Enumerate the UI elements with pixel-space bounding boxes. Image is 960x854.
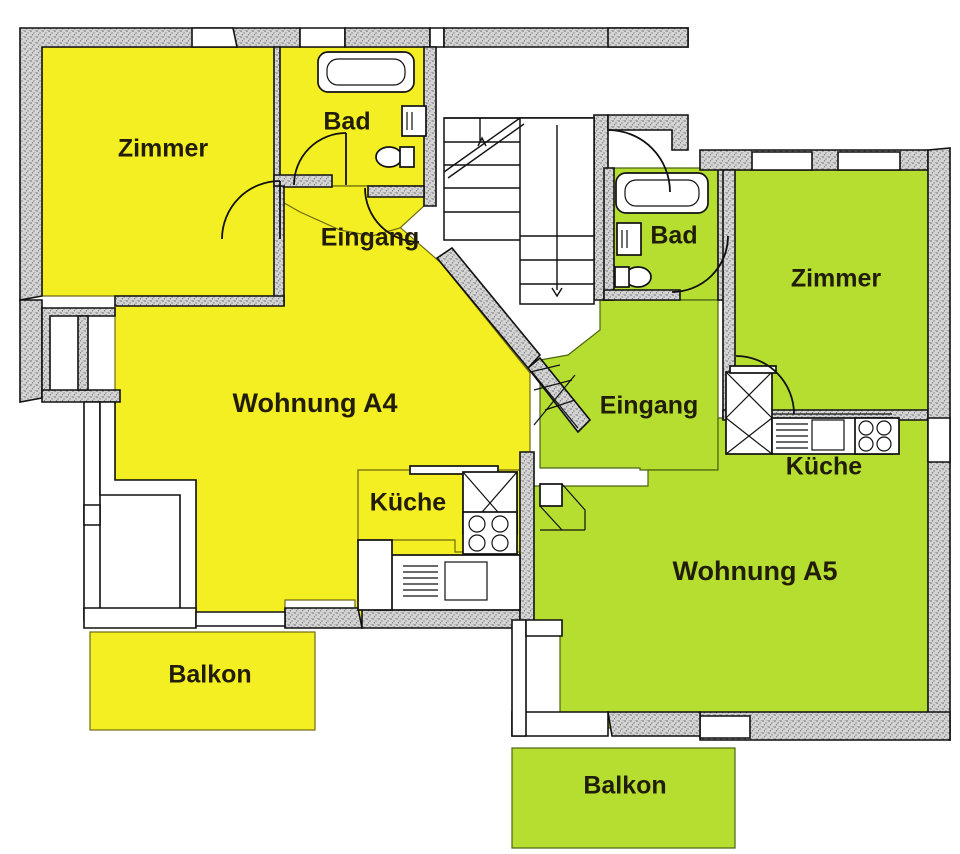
a4-kitchen-fixtures [357, 465, 521, 611]
room-a4-zimmer [41, 46, 301, 297]
wall-a5-west-lower [511, 619, 527, 737]
stairwell [443, 117, 595, 305]
a5-kitchen-fixtures [725, 365, 900, 455]
label-a4-balkon: Balkon [168, 661, 251, 689]
wall-bad-south [367, 185, 425, 198]
unit-a5-fills [511, 167, 929, 849]
walls [19, 27, 951, 741]
label-a5-kueche: Küche [786, 453, 863, 481]
a5-bath-fixtures [614, 172, 709, 288]
sink-a4 [401, 105, 427, 137]
room-a5-eingang [539, 299, 719, 471]
wall-x-hatch-upper [527, 357, 591, 433]
door-a4-entry [364, 187, 420, 243]
label-a4-zimmer: Zimmer [118, 135, 209, 163]
door-swings [221, 129, 795, 415]
a4-kitchen-fridge [357, 539, 393, 611]
bathtub-a4 [317, 51, 415, 93]
window-west-lower [83, 504, 101, 526]
window-a5-north-1 [751, 151, 813, 171]
a5-kitchen-upper-cabinet [729, 365, 777, 374]
a4-kitchen-counter [374, 554, 521, 611]
wall-a5-bad-south [603, 289, 681, 301]
room-labels: Zimmer Bad Eingang Wohnung A4 Küche Balk… [118, 108, 882, 800]
door-a5-zimmer [735, 355, 795, 415]
sink-a5 [616, 222, 642, 256]
door-a5-bad [671, 235, 729, 293]
wall-left-recess [19, 299, 43, 403]
wall-south-a4-mid [284, 607, 363, 629]
window-a5-north-2 [837, 151, 901, 171]
wall-zimmer-bad [273, 46, 281, 187]
label-a5-balkon: Balkon [583, 772, 666, 800]
wall-exterior-north-mid [344, 27, 431, 48]
a4-bath-fixtures [317, 51, 427, 168]
wall-stair-north-right [607, 27, 689, 48]
a5-kitchen-tall-cabinet [725, 371, 773, 455]
label-a5-bad: Bad [650, 222, 697, 250]
a4-kitchen-upper-cabinet [409, 465, 499, 475]
window-south-a4 [195, 611, 286, 627]
wall-stair-west [423, 46, 437, 207]
wall-divider-mid [519, 451, 535, 629]
wall-south-a5-mid [607, 711, 701, 737]
door-a4-zimmer [221, 180, 281, 240]
door-a5-entry [607, 129, 671, 193]
window-east-1 [927, 417, 951, 463]
toilet-a4 [375, 146, 403, 168]
label-a4-wohnung: Wohnung A4 [233, 388, 398, 418]
room-a5-balkon [511, 747, 736, 849]
window-north-1 [191, 27, 238, 48]
a5-entry-details [539, 483, 586, 531]
wall-zimmer-stub-north [273, 174, 333, 188]
bathtub-a5 [615, 172, 709, 214]
a4-kitchen-stove [462, 511, 518, 555]
unit-a4-fills [41, 46, 531, 731]
wall-a5-bad-west [603, 167, 615, 301]
label-a4-eingang: Eingang [321, 224, 420, 252]
a5-kitchen-stove [854, 417, 900, 455]
wall-a5-west-step [525, 619, 563, 637]
a5-meter-box [539, 483, 563, 507]
label-a4-bad: Bad [323, 108, 370, 136]
window-south-a5 [699, 715, 751, 739]
label-a5-eingang: Eingang [600, 392, 699, 420]
wall-left-recess-bottom [41, 389, 121, 403]
wall-left-closet-div [77, 315, 89, 391]
door-a4-bad [293, 132, 347, 186]
label-a4-kueche: Küche [370, 489, 447, 517]
window-north-2 [299, 27, 346, 48]
label-a5-wohnung: Wohnung A5 [673, 556, 838, 586]
window-north-3 [429, 27, 445, 48]
wall-south-a4-right [361, 607, 521, 629]
wall-zimmer-south [114, 295, 285, 307]
room-a4-balkon [89, 631, 316, 731]
wall-zimmer-east [273, 185, 285, 306]
wall-south-a4-left [83, 607, 197, 629]
label-a5-zimmer: Zimmer [791, 265, 882, 293]
wall-diagonal-a4-a5 [435, 246, 542, 370]
